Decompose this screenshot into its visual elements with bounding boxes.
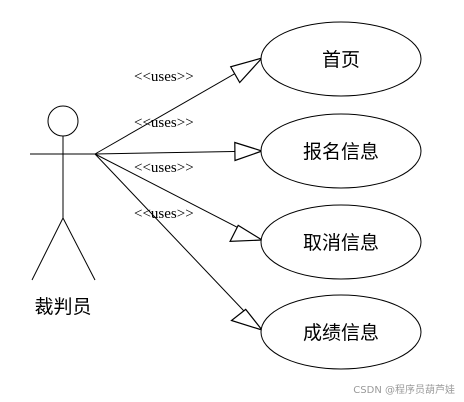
arrowhead-3	[229, 224, 264, 243]
stereotype-label-3: <<uses>>	[134, 160, 194, 176]
association-line-3	[94, 153, 263, 241]
use-case-label: 报名信息	[303, 141, 379, 163]
use-case-1: 首页	[260, 21, 422, 97]
association-line-4	[94, 153, 263, 331]
use-case-label: 首页	[322, 49, 360, 71]
use-case-ellipse	[260, 113, 422, 189]
arrowhead-2	[234, 141, 264, 162]
association-line-2	[94, 150, 263, 155]
watermark: CSDN @程序员葫芦娃	[353, 383, 455, 396]
use-case-label: 取消信息	[303, 232, 379, 254]
actor-left-leg	[31, 217, 64, 281]
stereotype-label-2: <<uses>>	[134, 115, 194, 131]
stereotype-label-1: <<uses>>	[134, 69, 194, 85]
use-case-label: 成绩信息	[303, 322, 379, 344]
arrowhead-1	[229, 56, 264, 84]
actor-head	[47, 105, 79, 137]
stereotype-label-4: <<uses>>	[134, 206, 194, 222]
actor-right-leg	[62, 217, 96, 281]
use-case-ellipse	[260, 21, 422, 97]
use-case-4: 成绩信息	[260, 294, 422, 370]
arrowhead-4	[230, 308, 264, 332]
actor-label: 裁判员	[34, 296, 91, 318]
use-case-3: 取消信息	[260, 204, 422, 280]
use-case-ellipse	[260, 294, 422, 370]
use-case-2: 报名信息	[260, 113, 422, 189]
actor-figure	[30, 105, 96, 281]
use-case-ellipse	[260, 204, 422, 280]
